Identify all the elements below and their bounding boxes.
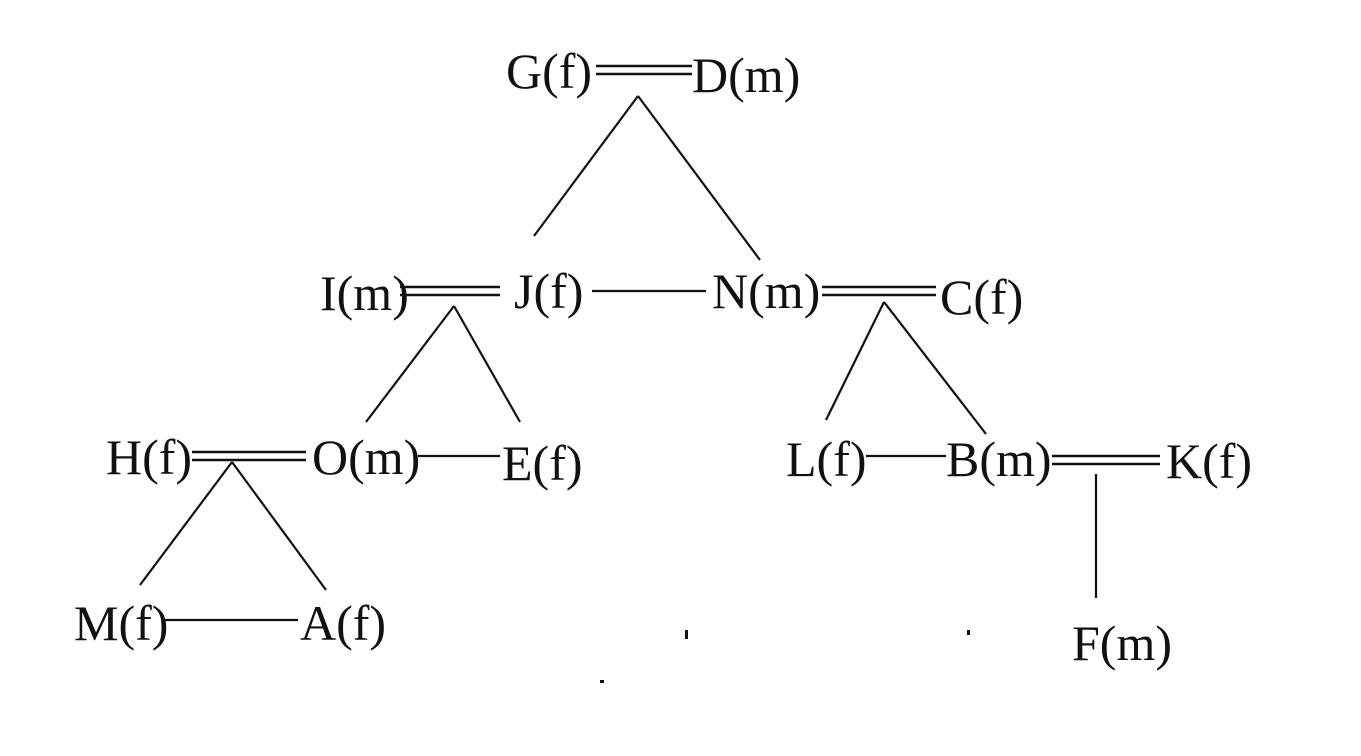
person-j: J(f) <box>514 263 583 319</box>
descent-gd-to-n <box>637 95 761 261</box>
marriage-b-k <box>1052 454 1160 466</box>
marriage-h-o <box>192 450 306 462</box>
person-h: H(f) <box>106 429 192 485</box>
descent-links <box>139 95 1098 598</box>
person-b: B(m) <box>946 431 1052 487</box>
descent-ij-to-e <box>453 305 521 423</box>
person-f: F(m) <box>1072 615 1172 671</box>
person-o: O(m) <box>312 429 420 485</box>
descent-gd-to-j <box>533 95 639 237</box>
sibling-links <box>164 289 946 622</box>
person-m: M(f) <box>74 595 168 651</box>
person-labels: G(f) D(m) I(m) J(f) N(m) C(f) H(f) O(m) … <box>74 43 1252 671</box>
marriage-n-c <box>822 285 936 297</box>
person-g: G(f) <box>506 43 592 99</box>
person-e: E(f) <box>502 435 583 491</box>
descent-nc-to-l <box>825 301 885 421</box>
person-l: L(f) <box>786 431 867 487</box>
descent-ho-to-a <box>231 461 327 591</box>
person-c: C(f) <box>940 269 1023 325</box>
marriage-g-d <box>596 64 692 76</box>
marriage-links <box>192 64 1160 466</box>
scan-specks <box>600 630 970 683</box>
person-k: K(f) <box>1166 433 1252 489</box>
descent-ij-to-o <box>365 305 455 423</box>
descent-ho-to-m <box>139 461 233 586</box>
person-a: A(f) <box>300 595 386 651</box>
person-i: I(m) <box>320 265 409 321</box>
person-d: D(m) <box>692 47 800 103</box>
person-n: N(m) <box>712 263 820 319</box>
descent-nc-to-b <box>883 301 987 435</box>
marriage-i-j <box>400 285 500 297</box>
